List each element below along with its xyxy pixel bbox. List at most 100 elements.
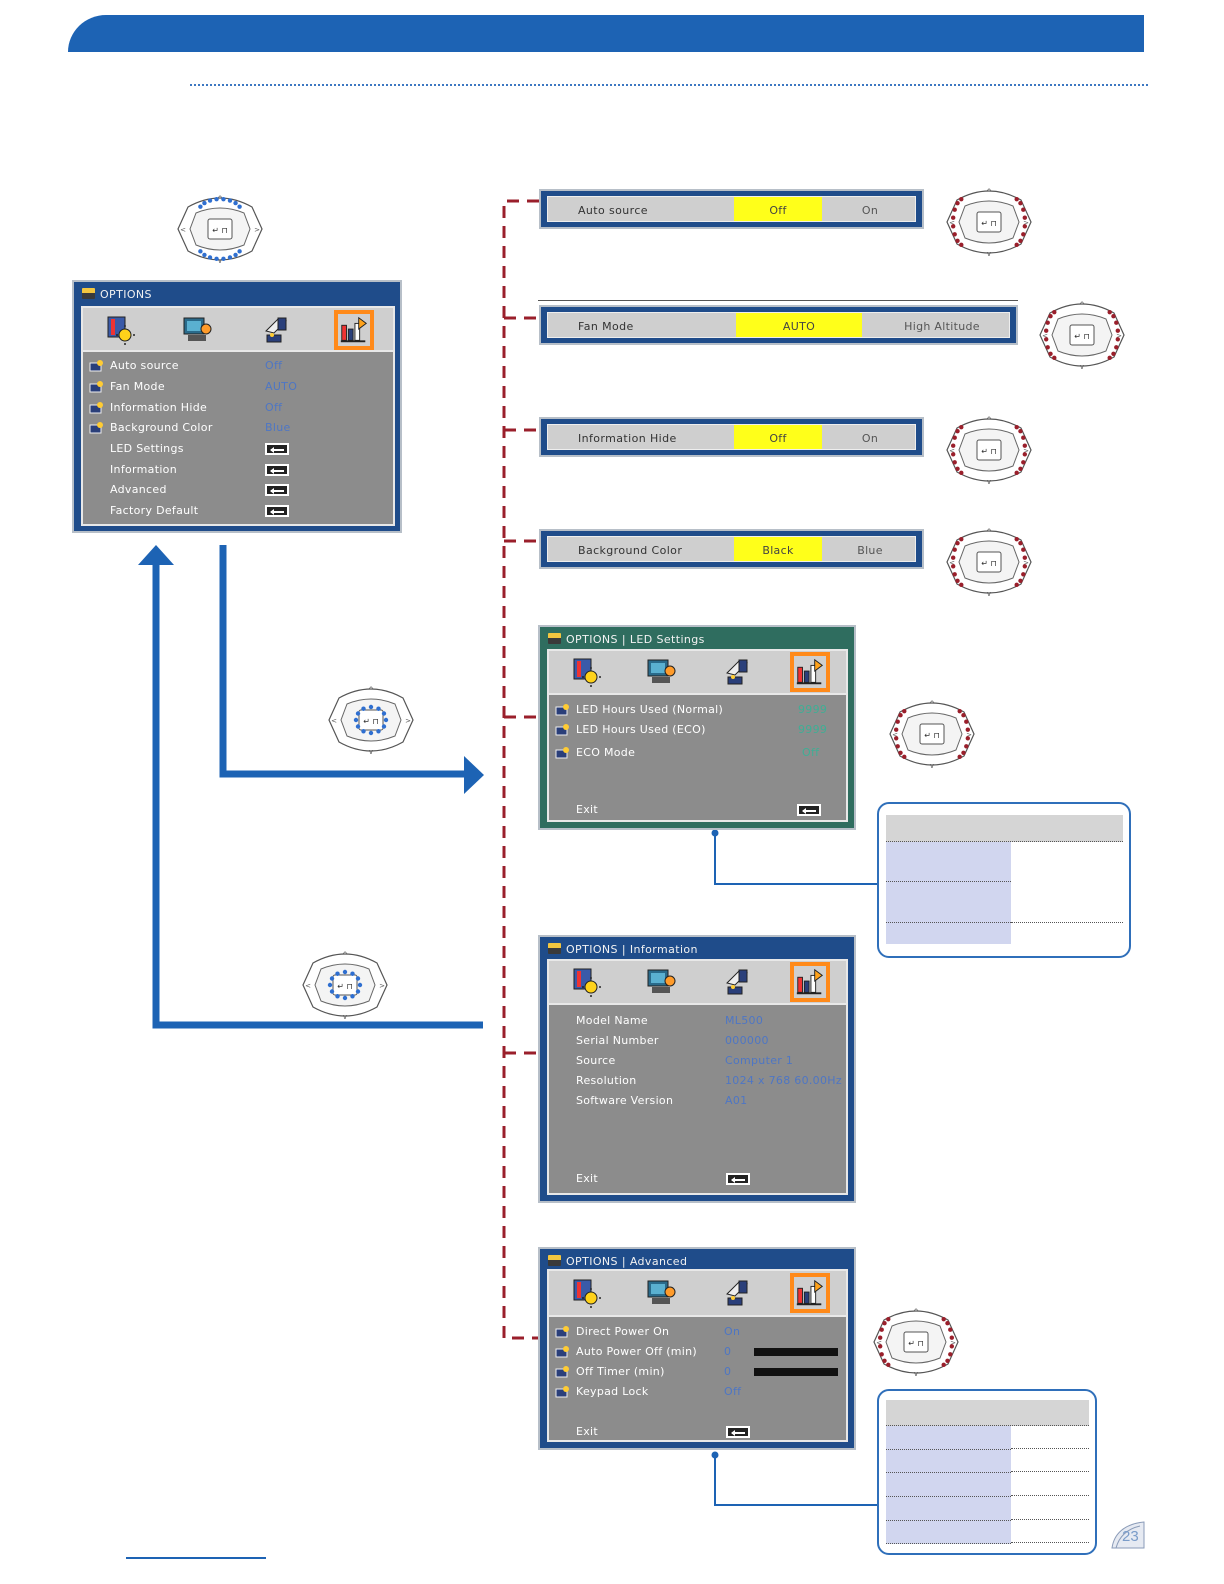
information-hide-option-on[interactable]: On	[861, 432, 879, 445]
enter-key-icon[interactable]	[265, 505, 289, 517]
image-icon[interactable]	[569, 1276, 603, 1310]
background-color-option-black[interactable]: Black	[734, 537, 822, 561]
image-icon[interactable]	[569, 655, 603, 689]
auto-power-off-row[interactable]: Auto Power Off (min) 0	[549, 1342, 846, 1362]
enter-key-icon[interactable]	[265, 464, 289, 476]
display-icon[interactable]	[644, 655, 678, 689]
software-version-row: Software Version A01	[549, 1091, 846, 1111]
direct-power-on-value[interactable]: On	[724, 1325, 741, 1338]
advanced-spec-table	[877, 1389, 1097, 1555]
advanced-exit-row[interactable]: Exit	[549, 1422, 846, 1442]
information-hide-bar-inner: Information Hide Off On	[547, 424, 916, 450]
off-timer-slider[interactable]	[754, 1368, 838, 1376]
enter-key-icon[interactable]	[265, 443, 289, 455]
options-icon[interactable]	[334, 310, 374, 350]
enter-key-icon[interactable]	[797, 804, 821, 816]
menu-title-icon	[548, 1255, 561, 1266]
options-icon[interactable]	[790, 962, 830, 1002]
svg-text:^: ^	[986, 188, 992, 196]
page-header-bar	[68, 15, 1144, 52]
fan-mode-option-high-altitude[interactable]: High Altitude	[904, 320, 980, 333]
eco-mode-row[interactable]: ECO Mode Off	[549, 743, 846, 763]
info-exit-row[interactable]: Exit	[549, 1169, 846, 1189]
menu-item-factory-default[interactable]: Factory Default	[83, 501, 393, 521]
menu-item-value[interactable]: Blue	[265, 421, 291, 434]
menu-item-value[interactable]: Off	[265, 359, 283, 372]
auto-source-option-on[interactable]: On	[861, 204, 879, 217]
off-timer-row[interactable]: Off Timer (min) 0	[549, 1362, 846, 1382]
serial-number-label: Serial Number	[576, 1034, 659, 1047]
menu-item-value[interactable]: Off	[265, 401, 283, 414]
keypad-lock-label: Keypad Lock	[576, 1385, 649, 1398]
eco-mode-label: ECO Mode	[576, 746, 636, 759]
direct-power-on-label: Direct Power On	[576, 1325, 670, 1338]
advanced-menu: OPTIONS | Advanced Direct Power On On Au…	[538, 1247, 856, 1450]
display-icon[interactable]	[644, 965, 678, 999]
menu-title-icon	[548, 943, 561, 954]
options-icon[interactable]	[790, 1273, 830, 1313]
keypad-lock-row[interactable]: Keypad Lock Off	[549, 1382, 846, 1402]
svg-text:<: <	[331, 717, 337, 725]
fan-mode-bar-inner: Fan Mode AUTO High Altitude	[547, 312, 1010, 338]
svg-text:<: <	[876, 1339, 882, 1347]
menu-item-label: Advanced	[110, 483, 167, 496]
serial-number-row: Serial Number 000000	[549, 1031, 846, 1051]
advanced-callout-dot	[711, 1451, 719, 1459]
spec-table-rule	[1011, 922, 1123, 923]
display-icon[interactable]	[644, 1276, 678, 1310]
led-exit-row[interactable]: Exit	[549, 800, 846, 820]
svg-text:↵ ⊓: ↵ ⊓	[212, 226, 228, 235]
display-icon[interactable]	[180, 313, 214, 347]
page-number-badge	[1111, 1521, 1145, 1549]
menu-item-fan-mode[interactable]: Fan Mode AUTO	[83, 377, 393, 397]
spec-table-cell	[886, 1473, 1011, 1497]
enter-key-icon[interactable]	[726, 1173, 750, 1185]
menu-title-icon	[82, 288, 95, 299]
setup-icon[interactable]	[719, 655, 753, 689]
menu-item-information[interactable]: Information	[83, 460, 393, 480]
information-hide-option-off[interactable]: Off	[734, 425, 822, 449]
image-icon[interactable]	[569, 965, 603, 999]
direct-power-on-row[interactable]: Direct Power On On	[549, 1322, 846, 1342]
image-icon[interactable]	[103, 313, 137, 347]
advanced-callout-line	[714, 1455, 879, 1506]
svg-text:↵ ⊓: ↵ ⊓	[337, 982, 353, 991]
enter-arrow-head	[464, 756, 484, 794]
led-settings-menu: OPTIONS | LED Settings LED Hours Used (N…	[538, 625, 856, 830]
enter-key-icon[interactable]	[726, 1426, 750, 1438]
info-tab-bar	[547, 959, 848, 1005]
auto-power-off-slider[interactable]	[754, 1348, 838, 1356]
options-icon[interactable]	[790, 652, 830, 692]
setup-icon[interactable]	[258, 313, 292, 347]
enter-key-icon[interactable]	[265, 484, 289, 496]
menu-item-label: Fan Mode	[110, 380, 165, 393]
menu-item-led-settings[interactable]: LED Settings	[83, 439, 393, 459]
model-name-label: Model Name	[576, 1014, 648, 1027]
keypad-lock-value[interactable]: Off	[724, 1385, 742, 1398]
eco-mode-value[interactable]: Off	[802, 746, 820, 759]
background-color-option-blue[interactable]: Blue	[857, 544, 883, 557]
fan-mode-option-auto[interactable]: AUTO	[736, 313, 862, 337]
setup-icon[interactable]	[719, 965, 753, 999]
spec-table-cell	[886, 1426, 1011, 1450]
direct-power-on-icon	[555, 1325, 571, 1339]
svg-text:↵ ⊓: ↵ ⊓	[981, 219, 997, 228]
model-name-value: ML500	[725, 1014, 764, 1027]
menu-item-value[interactable]: AUTO	[265, 380, 298, 393]
remote-keypad-icon: ↵ ⊓ ^ v < >	[325, 678, 417, 760]
setup-icon[interactable]	[719, 1276, 753, 1310]
auto-source-option-off[interactable]: Off	[734, 197, 822, 221]
enter-arrow-line	[219, 545, 464, 778]
svg-text:^: ^	[986, 416, 992, 424]
menu-title-icon	[548, 633, 561, 644]
led-hours-icon	[555, 723, 571, 737]
menu-item-advanced[interactable]: Advanced	[83, 480, 393, 500]
source-value: Computer 1	[725, 1054, 794, 1067]
svg-text:↵ ⊓: ↵ ⊓	[924, 731, 940, 740]
eco-mode-icon	[555, 746, 571, 760]
led-menu-body: LED Hours Used (Normal) 9999 LED Hours U…	[547, 693, 848, 822]
